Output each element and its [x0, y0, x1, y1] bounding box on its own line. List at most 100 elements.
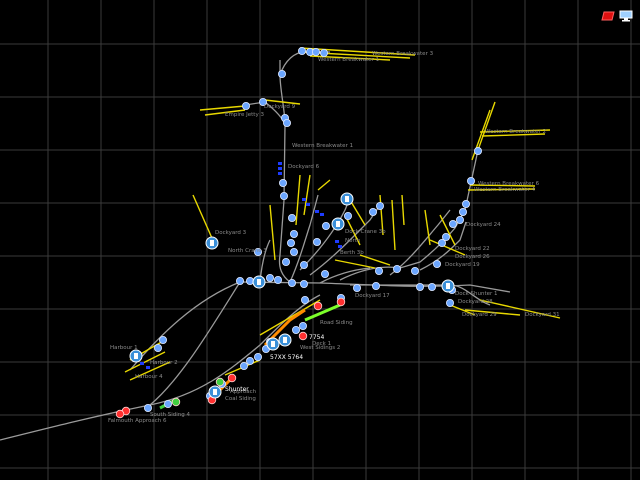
loco-marker	[441, 279, 455, 293]
svg-text:Western Breakwater 4: Western Breakwater 4	[474, 187, 536, 193]
node	[299, 260, 308, 269]
node	[245, 356, 254, 365]
node	[368, 207, 377, 216]
node	[291, 325, 300, 334]
vehicle-markers[interactable]	[129, 192, 455, 399]
node	[281, 257, 290, 266]
node	[300, 295, 309, 304]
svg-text:Dockyard 9: Dockyard 9	[264, 104, 296, 110]
svg-text:Western Breakwater 3: Western Breakwater 3	[372, 51, 434, 57]
node	[153, 343, 162, 352]
node	[253, 352, 262, 361]
loco-marker	[129, 349, 143, 363]
node	[297, 47, 306, 56]
monitor-icon[interactable]	[619, 7, 633, 22]
red-parallelogram-icon[interactable]	[601, 7, 615, 21]
node	[265, 273, 274, 282]
svg-text:West Sidings 2: West Sidings 2	[300, 345, 340, 351]
signal-red	[115, 409, 125, 419]
node	[437, 238, 446, 247]
node	[279, 191, 288, 200]
node	[289, 247, 298, 256]
node	[319, 49, 328, 58]
node	[441, 232, 450, 241]
signal-red	[313, 301, 323, 311]
svg-text:7754: 7754	[309, 334, 324, 341]
svg-text:Western Breakwater 2: Western Breakwater 2	[485, 129, 546, 135]
svg-text:Western Breakwater 1: Western Breakwater 1	[318, 57, 379, 63]
loco-marker	[278, 333, 292, 347]
signal-green	[171, 397, 181, 407]
svg-text:Harbour 1: Harbour 1	[110, 345, 138, 351]
svg-text:Dockyard 6: Dockyard 6	[288, 164, 320, 170]
node	[321, 221, 330, 230]
svg-text:Dockyard 19: Dockyard 19	[445, 262, 480, 268]
node	[241, 102, 250, 111]
svg-text:Harbour 2: Harbour 2	[150, 360, 178, 366]
node	[312, 237, 321, 246]
svg-text:North: North	[345, 238, 361, 244]
svg-text:Harbour 4: Harbour 4	[135, 374, 163, 380]
svg-text:Dock Crane 3b: Dock Crane 3b	[345, 229, 386, 235]
labels: Western Breakwater 3 Western Breakwater …	[108, 51, 560, 424]
node	[286, 238, 295, 247]
svg-text:Dockyard 29: Dockyard 29	[462, 312, 497, 318]
node	[282, 119, 291, 128]
node	[158, 335, 167, 344]
svg-text:Empire Jetty 3: Empire Jetty 3	[225, 112, 264, 118]
svg-text:Western Breakwater 6: Western Breakwater 6	[478, 181, 540, 187]
signal-red	[336, 297, 346, 307]
signals[interactable]	[115, 297, 346, 419]
node	[287, 278, 296, 287]
loco-marker	[205, 236, 219, 250]
node	[455, 215, 464, 224]
node	[374, 266, 383, 275]
node	[432, 259, 441, 268]
node	[273, 275, 282, 284]
signal-green	[215, 377, 225, 387]
svg-text:South Siding 4: South Siding 4	[150, 412, 190, 418]
node	[320, 269, 329, 278]
node	[371, 281, 380, 290]
node	[448, 219, 457, 228]
loco-marker	[340, 192, 354, 206]
node	[253, 247, 262, 256]
node	[352, 283, 361, 292]
node	[277, 70, 286, 79]
node	[375, 201, 384, 210]
signal-red	[298, 331, 308, 341]
svg-text:Shunter: Shunter	[225, 386, 249, 393]
loco-marker	[266, 337, 280, 351]
node	[163, 399, 172, 408]
loco-marker	[252, 275, 266, 289]
node	[473, 146, 482, 155]
svg-text:Western Breakwater 1: Western Breakwater 1	[292, 143, 353, 149]
sidings	[124, 47, 561, 381]
svg-text:Dockyard 28: Dockyard 28	[458, 299, 493, 305]
svg-text:Dockyard 22: Dockyard 22	[455, 246, 490, 252]
node	[461, 199, 470, 208]
node	[343, 211, 352, 220]
node	[245, 276, 254, 285]
svg-text:Road Siding: Road Siding	[320, 320, 353, 326]
node	[258, 98, 267, 107]
node	[410, 266, 419, 275]
svg-text:Dockyard 24: Dockyard 24	[466, 222, 501, 228]
node	[239, 361, 248, 370]
svg-text:Dockyard 17: Dockyard 17	[355, 293, 390, 299]
svg-text:Dockyard 31: Dockyard 31	[525, 312, 560, 318]
svg-text:Approach: Approach	[230, 389, 257, 395]
svg-text:Dockyard 26: Dockyard 26	[455, 254, 490, 260]
node	[298, 321, 307, 330]
svg-text:Coal Siding: Coal Siding	[225, 396, 256, 402]
loco-marker	[208, 385, 222, 399]
node	[278, 178, 287, 187]
svg-text:57XX 5764: 57XX 5764	[270, 354, 303, 361]
node	[415, 282, 424, 291]
svg-text:Deck 1: Deck 1	[312, 341, 331, 347]
node	[235, 276, 244, 285]
node	[311, 48, 320, 57]
node	[466, 176, 475, 185]
loco-marker	[331, 217, 345, 231]
